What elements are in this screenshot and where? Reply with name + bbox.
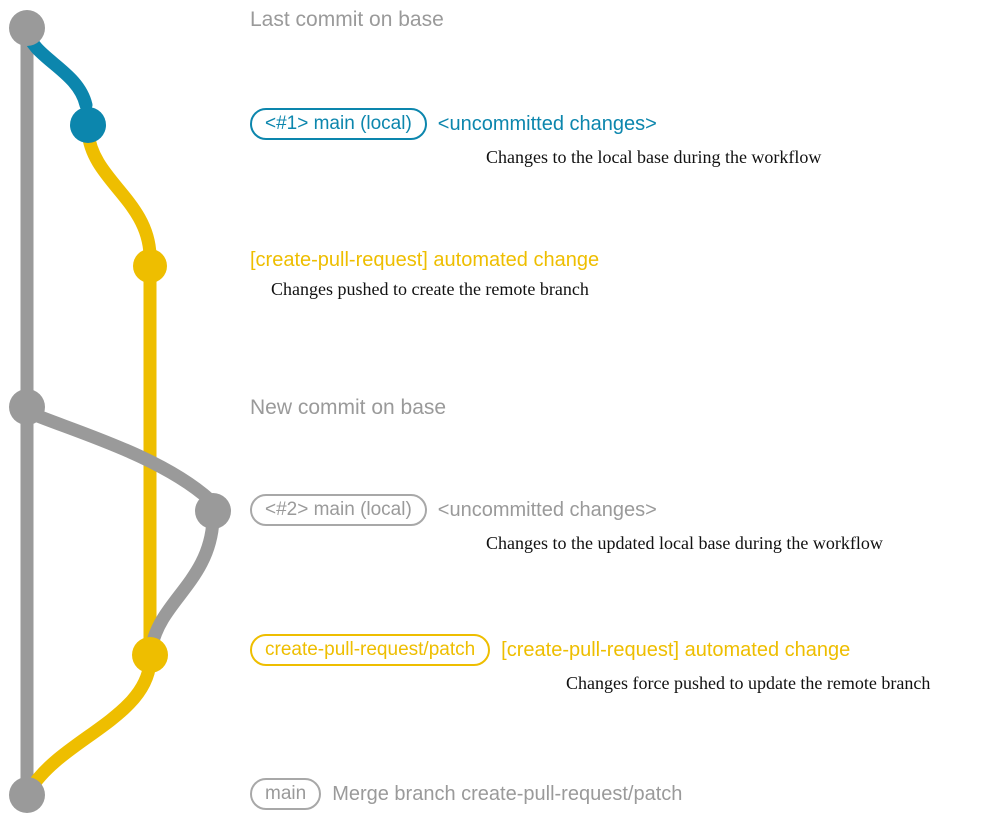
commit-row-merge-commit: main Merge branch create-pull-request/pa… [250,778,682,810]
branch-badge-main-local-2[interactable]: <#2> main (local) [250,494,427,526]
commit-row-head: <#2> main (local) <uncommitted changes> [250,494,883,526]
commit-subject: [create-pull-request] automated change [250,249,600,271]
node-new-commit-on-base[interactable] [9,389,45,425]
commit-subject: Last commit on base [250,8,444,31]
commit-row-commit-1: <#1> main (local) <uncommitted changes> … [250,108,821,168]
commit-row-new-commit-on-base: New commit on base [250,396,446,420]
commit-subject: <uncommitted changes> [437,499,657,521]
edge-patch2-to-merge [23,655,157,797]
edge-base-to-local2 [21,405,217,507]
commit-note: Changes pushed to create the remote bran… [271,279,589,299]
commit-note: Changes to the local base during the wor… [486,147,822,167]
edge-local2-to-patch2 [145,513,220,652]
branch-badge-create-pull-request-patch[interactable]: create-pull-request/patch [250,634,491,666]
commit-note: Changes to the updated local base during… [486,533,883,553]
commit-subject: New commit on base [250,396,447,419]
commit-subject: [create-pull-request] automated change [501,639,851,661]
commit-row-head: main Merge branch create-pull-request/pa… [250,778,682,810]
commit-row-commit-3: <#2> main (local) <uncommitted changes> … [250,494,883,554]
node-patch-2[interactable] [132,637,168,673]
commit-row-last-commit-on-base: Last commit on base [250,8,444,32]
node-merge[interactable] [9,777,45,813]
commit-subject: Merge branch create-pull-request/patch [332,783,683,805]
node-patch-1[interactable] [133,249,167,283]
edge-local1-to-patch1 [81,125,157,262]
commit-row-commit-4: create-pull-request/patch [create-pull-r… [250,634,930,694]
commit-graph [9,10,231,813]
node-local-2[interactable] [195,493,231,529]
commit-row-head: create-pull-request/patch [create-pull-r… [250,634,930,666]
branch-badge-main[interactable]: main [250,778,322,810]
commit-row-head: New commit on base [250,396,446,420]
node-last-commit-on-base[interactable] [9,10,45,46]
node-local-1[interactable] [70,107,106,143]
commit-row-commit-2: [create-pull-request] automated change C… [250,248,599,300]
branch-badge-main-local-1[interactable]: <#1> main (local) [250,108,427,140]
commit-row-head: Last commit on base [250,8,444,32]
commit-note: Changes force pushed to update the remot… [566,673,931,693]
commit-row-head: <#1> main (local) <uncommitted changes> [250,108,821,140]
commit-subject: <uncommitted changes> [437,113,657,135]
commit-row-head: [create-pull-request] automated change [250,248,599,272]
